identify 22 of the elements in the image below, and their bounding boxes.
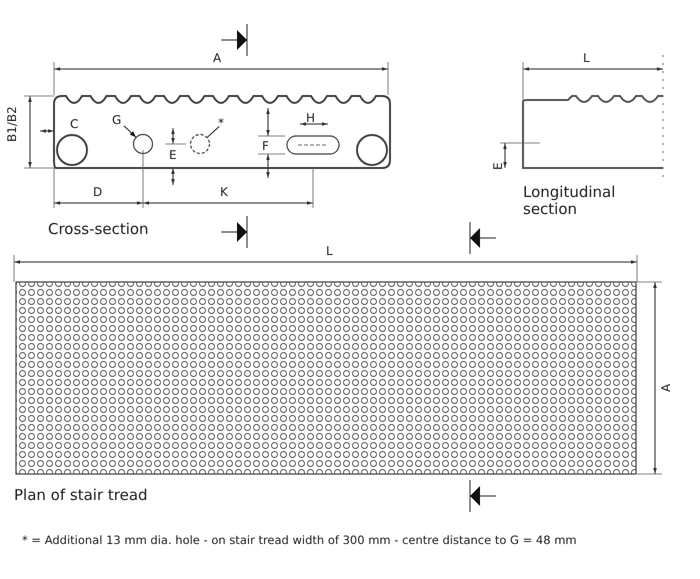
dimension-label: H [306,112,316,124]
leader-line [206,126,220,138]
callout-label: * [218,117,228,129]
view-title: Longitudinal section [523,184,616,218]
view-title: Plan of stair tread [14,488,148,503]
dimension-label: K [220,186,228,198]
footnote: * = Additional 13 mm dia. hole - on stair tread width of 300 mm - centre distance to G = 48 mm [22,535,577,546]
dimension-label: C [70,118,78,130]
dimension-label: L [326,245,333,257]
dimension-label: D [93,186,102,198]
dimension-label: A [660,384,672,392]
dimension-label: B1/B2 [6,106,18,142]
dimension-label: A [213,52,222,64]
optional-hole [190,134,210,154]
dimension-label: E [169,149,177,161]
dimension-label: F [262,140,269,152]
callout-label: G [112,114,126,128]
dimension-label: E [492,162,504,170]
hole [133,134,153,154]
leader-line [124,125,136,138]
view-title: Cross-section [48,222,149,237]
dimension-label: L [583,52,590,64]
